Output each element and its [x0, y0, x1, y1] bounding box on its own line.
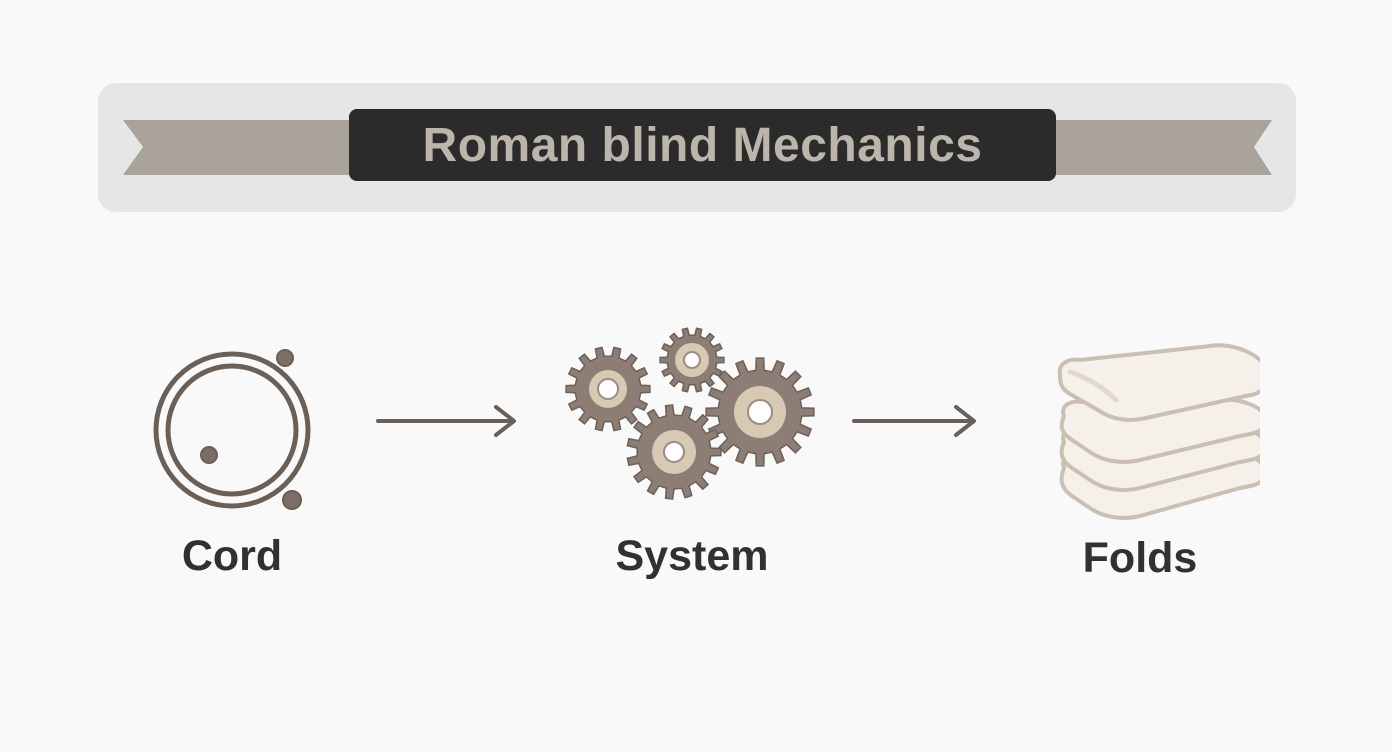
step-folds: Folds [1000, 338, 1280, 588]
gears-icon [565, 327, 815, 500]
step-label-system: System [615, 532, 769, 580]
gear-bottom-icon [626, 404, 722, 500]
page-title: Roman blind Mechanics [422, 118, 983, 172]
step-label-folds: Folds [1082, 534, 1198, 582]
title-banner: Roman blind Mechanics [98, 83, 1296, 212]
gear-large-icon [705, 357, 815, 467]
folded-fabric-icon [1057, 343, 1260, 520]
ribbon-decoration [123, 120, 1272, 175]
gear-small-icon [659, 327, 725, 393]
gear-left-icon [565, 346, 651, 432]
step-cord: Cord [92, 342, 372, 582]
arrow-right-icon [852, 405, 976, 437]
cord-ring-icon [153, 349, 311, 510]
step-label-cord: Cord [181, 532, 283, 580]
arrow-right-icon [376, 405, 516, 437]
title-plate: Roman blind Mechanics [349, 109, 1056, 181]
step-system: System [552, 326, 832, 586]
